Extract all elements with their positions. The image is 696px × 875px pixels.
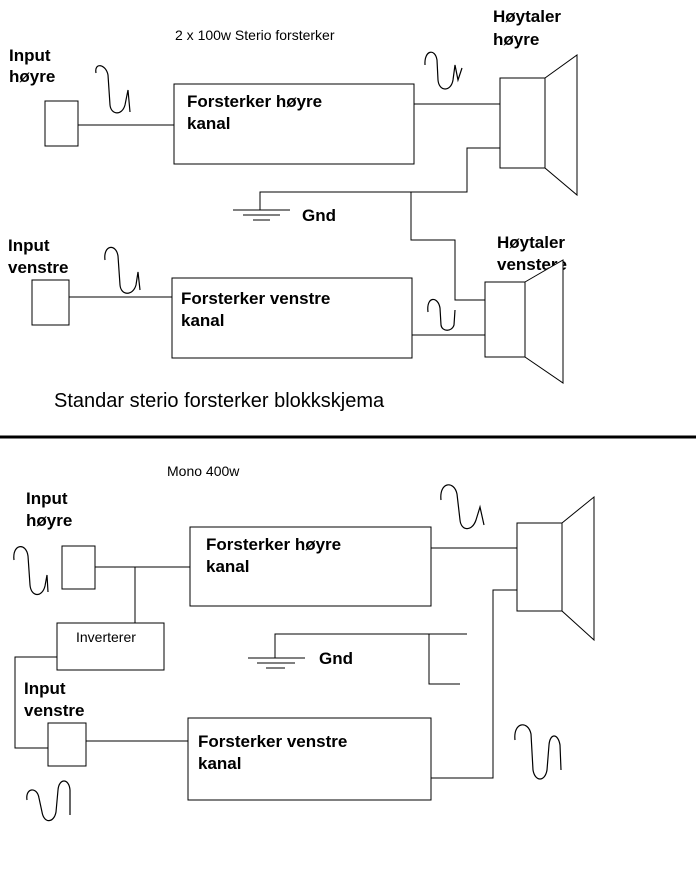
top-output-left-signal-icon — [427, 298, 456, 331]
bottom-amp-left-label-line1: Forsterker venstre — [198, 732, 347, 751]
top-input-left-label-line1: Input — [8, 236, 50, 255]
top-speaker-left-label-line1: Høytaler — [497, 233, 565, 252]
bottom-amp-right-label-line1: Forsterker høyre — [206, 535, 341, 554]
top-amp-right-label-line1: Forsterker høyre — [187, 92, 322, 111]
bottom-input-right-label-line1: Input — [26, 489, 68, 508]
top-gnd-label: Gnd — [302, 206, 336, 225]
top-amp-left-label-line2: kanal — [181, 311, 224, 330]
top-amp-left-box — [171, 277, 413, 359]
bottom-title: Mono 400w — [167, 463, 240, 479]
bottom-amp-right-label-line2: kanal — [206, 557, 249, 576]
bottom-input-left-label-line2: venstre — [24, 701, 84, 720]
top-speaker-right-label-line1: Høytaler — [493, 7, 561, 26]
bottom-gnd-label: Gnd — [319, 649, 353, 668]
top-wire-speaker-right-gnd — [259, 147, 500, 210]
top-amp-left-label-line1: Forsterker venstre — [181, 289, 330, 308]
bottom-amp-right-box — [189, 526, 432, 607]
top-speaker-right-cone — [544, 54, 578, 197]
top-amp-right-box — [173, 83, 415, 165]
bottom-wire-speaker-amp-left — [431, 589, 517, 779]
bottom-input-right-signal-icon — [13, 546, 49, 596]
bottom-output-left-signal-icon — [514, 724, 562, 780]
top-input-left-signal-icon — [104, 246, 141, 294]
top-input-right-label-line2: høyre — [9, 67, 55, 86]
bottom-input-left-jack — [47, 722, 87, 767]
bottom-wire-gnd-branch — [428, 634, 460, 685]
top-input-left-label-line2: venstre — [8, 258, 68, 277]
top-speaker-left-magnet — [484, 281, 526, 358]
bottom-inverter-label: Inverterer — [76, 629, 136, 645]
bottom-input-left-signal-icon — [26, 780, 71, 822]
bottom-speaker-magnet — [516, 522, 563, 612]
top-output-right-signal-icon — [424, 51, 463, 90]
top-input-right-signal-icon — [95, 65, 131, 114]
top-amp-right-label-line2: kanal — [187, 114, 230, 133]
bottom-inverter-box — [56, 622, 165, 671]
bottom-output-signal-icon — [440, 484, 485, 530]
top-input-left-jack — [31, 279, 70, 326]
top-wire-gnd-speaker-left — [410, 192, 485, 301]
top-input-right-jack — [44, 100, 79, 147]
bottom-input-left-label-line1: Input — [24, 679, 66, 698]
top-speaker-left-cone — [524, 259, 564, 384]
bottom-speaker-cone — [561, 495, 595, 642]
bottom-input-right-jack — [61, 545, 96, 590]
bottom-amp-left-box — [187, 717, 432, 801]
top-speaker-right-label-line2: høyre — [493, 30, 539, 49]
bottom-wire-inverter-input-left — [14, 656, 57, 749]
top-title: 2 x 100w Sterio forsterker — [175, 27, 335, 43]
bottom-input-right-label-line2: høyre — [26, 511, 72, 530]
top-input-right-label-line1: Input — [9, 46, 51, 65]
bottom-amp-left-label-line2: kanal — [198, 754, 241, 773]
bottom-wire-gnd — [274, 633, 467, 658]
top-speaker-right-magnet — [499, 77, 546, 169]
top-caption: Standar sterio forsterker blokkskjema — [54, 390, 385, 412]
